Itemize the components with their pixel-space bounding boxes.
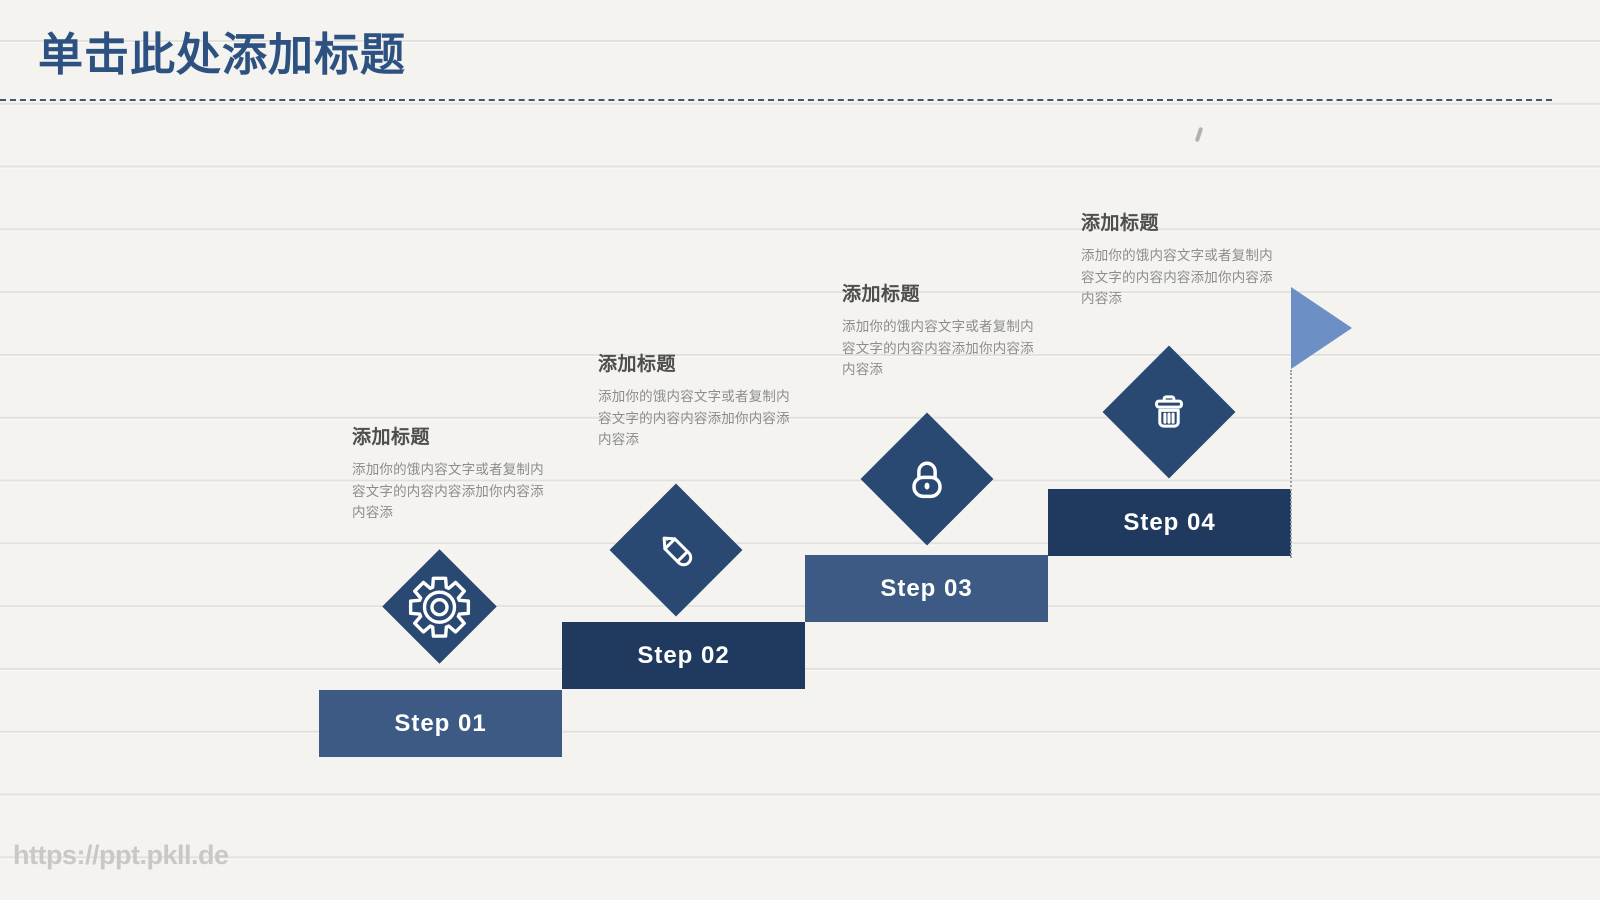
step1-diamond [382,549,497,664]
step4-bar-label: Step 04 [1123,508,1216,536]
step4-body: 添加你的饿内容文字或者复制内容文字的内容内容添加你内容添内容添 [1081,248,1273,306]
step1-bar: Step 01 [319,690,562,757]
stray-pen-mark [1194,126,1204,143]
flag-dotted-line [1290,370,1292,558]
step1-text-block: 添加标题 添加你的饿内容文字或者复制内容文字的内容内容添加你内容添内容添 [352,425,548,524]
step3-diamond [860,412,994,546]
step1-bar-label: Step 01 [394,709,487,737]
title-divider-dashed-line [0,99,1552,101]
trash-icon [1143,386,1195,438]
gear-icon [408,575,472,639]
step2-body: 添加你的饿内容文字或者复制内容文字的内容内容添加你内容添内容添 [598,389,790,447]
step2-heading: 添加标题 [598,354,677,375]
watermark-url: https://ppt.pkll.de [13,840,229,870]
step3-bar: Step 03 [805,555,1048,622]
step2-bar-label: Step 02 [637,641,730,669]
page-title: 单击此处添加标题 [38,29,407,80]
step4-text-block: 添加标题 添加你的饿内容文字或者复制内容文字的内容内容添加你内容添内容添 [1081,211,1277,310]
step4-heading: 添加标题 [1081,213,1160,234]
pencil-icon [650,524,702,576]
lock-icon [901,453,953,505]
step4-diamond [1102,345,1236,479]
step3-bar-label: Step 03 [880,574,973,602]
step3-body: 添加你的饿内容文字或者复制内容文字的内容内容添加你内容添内容添 [842,319,1034,377]
step2-text-block: 添加标题 添加你的饿内容文字或者复制内容文字的内容内容添加你内容添内容添 [598,352,794,451]
flag-triangle-icon [1291,287,1352,369]
step2-bar: Step 02 [562,622,805,689]
step2-diamond [609,483,743,617]
step3-heading: 添加标题 [842,284,921,305]
step1-heading: 添加标题 [352,427,431,448]
step3-text-block: 添加标题 添加你的饿内容文字或者复制内容文字的内容内容添加你内容添内容添 [842,282,1038,381]
step1-body: 添加你的饿内容文字或者复制内容文字的内容内容添加你内容添内容添 [352,462,544,520]
step4-bar: Step 04 [1048,489,1291,556]
